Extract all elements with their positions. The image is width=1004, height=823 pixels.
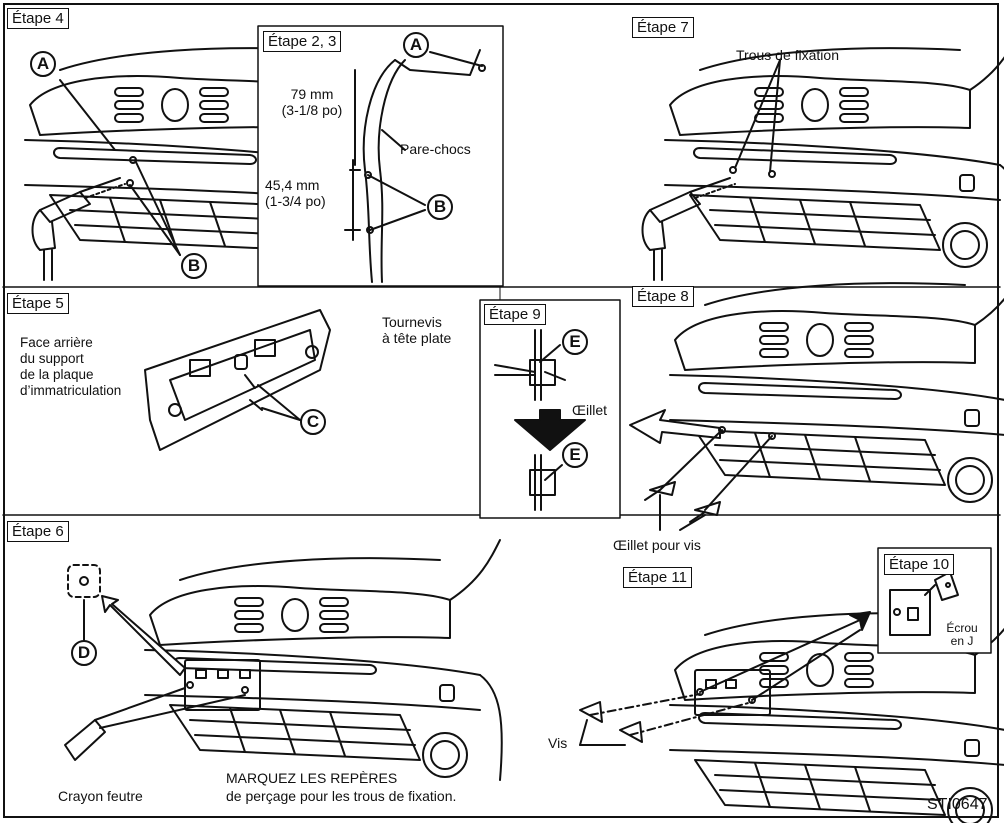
label-step7: Étape 7 — [632, 17, 694, 38]
figure-code: STI0647 — [927, 796, 988, 813]
label-step9: Étape 9 — [484, 304, 546, 325]
callout-e-bottom: E — [562, 442, 588, 468]
label-step4: Étape 4 — [7, 8, 69, 29]
label-bracket-back: Face arrière du support de la plaque d’i… — [20, 335, 122, 398]
label-screws: Vis — [548, 735, 568, 751]
callout-c: C — [300, 409, 326, 435]
label-felt-pen: Crayon feutre — [58, 788, 143, 804]
callout-a-inset: A — [403, 32, 429, 58]
label-step10: Étape 10 — [884, 554, 955, 575]
callout-e-top: E — [562, 329, 588, 355]
label-jnut: Écrou en J — [946, 621, 978, 648]
label-screw-grommet: Œillet pour vis — [613, 537, 701, 553]
label-mark-line1: MARQUEZ LES REPÈRES — [226, 770, 398, 786]
label-grommet: Œillet — [572, 402, 608, 418]
label-step11: Étape 11 — [623, 567, 692, 588]
car-step7 — [664, 29, 1004, 271]
callout-b-step4: B — [181, 253, 207, 279]
figure-border — [3, 3, 999, 818]
label-mark-line2: de perçage pour les trous de fixation. — [226, 788, 457, 804]
dimension-79mm: 79 mm (3-1/8 po) — [281, 86, 343, 118]
label-bumper: Pare-chocs — [400, 141, 471, 157]
label-step2-3: Étape 2, 3 — [263, 31, 342, 52]
callout-b-inset: B — [427, 194, 453, 220]
label-step6: Étape 6 — [7, 521, 69, 542]
label-step8: Étape 8 — [632, 286, 694, 307]
callout-d: D — [71, 640, 97, 666]
dimension-45mm: 45,4 mm (1-3/4 po) — [265, 177, 326, 209]
car-step8 — [669, 264, 1004, 506]
callout-a-step4: A — [30, 51, 56, 77]
label-screwdriver: Tournevis à tête plate — [382, 314, 452, 346]
label-mount-holes: Trous de fixation — [736, 47, 839, 63]
label-step5: Étape 5 — [7, 293, 69, 314]
